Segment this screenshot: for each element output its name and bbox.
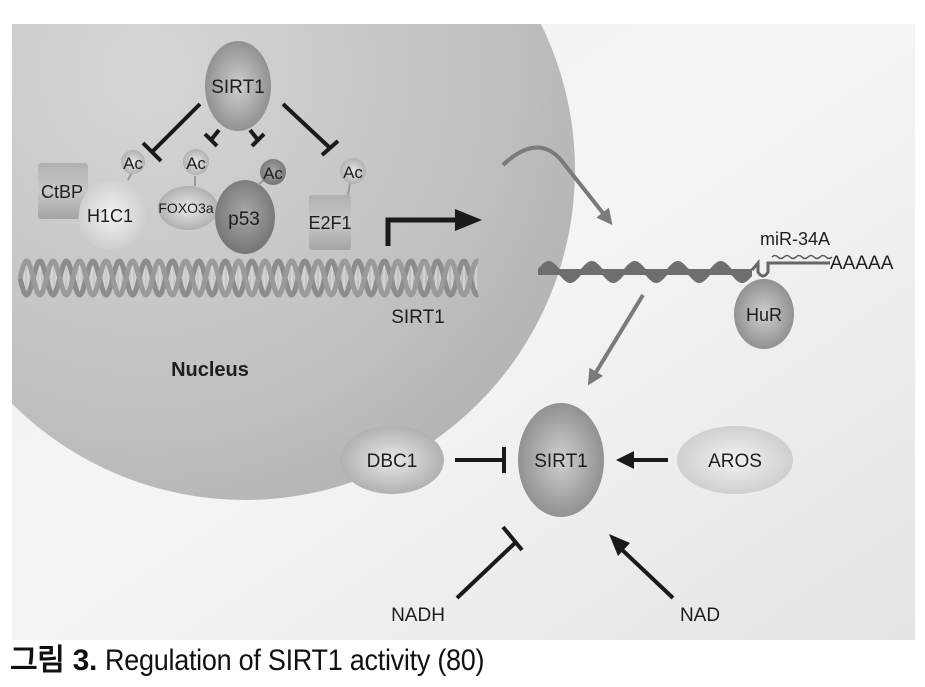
p53-label: p53 [228, 209, 260, 230]
acetyl-label-foxo3a: Ac [186, 154, 206, 173]
sirt1-cytoplasmic-label: SIRT1 [534, 451, 588, 472]
acetyl-label-h1c1: Ac [123, 154, 143, 173]
transcription-start-arrow [385, 209, 482, 246]
dbc1-protein [340, 426, 444, 494]
ctbp-label: CtBP [41, 182, 83, 202]
h1c1-label: H1C1 [87, 206, 133, 226]
mrna-tail [750, 258, 830, 278]
nad-activate-arrow [609, 534, 675, 600]
inhibit-lines-nuclear [141, 102, 340, 163]
acetyl-tag-foxo3a [183, 149, 209, 175]
caption-text: Regulation of SIRT1 activity (80) [105, 644, 485, 677]
acetyl-label-e2f1: Ac [343, 163, 363, 182]
aros-protein [677, 426, 793, 494]
ctbp-protein [38, 163, 88, 219]
dbc1-inhibit-line [455, 447, 506, 473]
acetyl-tag-p53 [260, 159, 286, 185]
p53-protein [215, 180, 275, 254]
sirt1-nuclear-label: SIRT1 [211, 77, 265, 98]
translation-arrow [587, 293, 645, 386]
mirna-strand [771, 254, 833, 260]
foxo3a-label: FOXO3a [158, 200, 213, 216]
nad-label: NAD [680, 605, 720, 626]
acetyl-tag-e2f1 [340, 158, 366, 184]
acetyl-tag-h1c1 [121, 150, 145, 174]
sirt1-protein-cytoplasmic [518, 403, 604, 517]
h1c1-protein [78, 179, 146, 249]
hur-label: HuR [746, 305, 782, 325]
dna-helix [17, 258, 479, 298]
polya-label: AAAAA [830, 253, 894, 274]
dna-strand [17, 258, 479, 298]
dna-strand [17, 258, 479, 298]
sirt1-mrna [538, 261, 752, 283]
nadh-label: NADH [391, 605, 445, 626]
dbc1-label: DBC1 [367, 451, 418, 472]
nadh-inhibit-line [455, 525, 524, 600]
aros-activate-arrow [616, 451, 668, 469]
figure-caption: 그림 3. Regulation of SIRT1 activity (80) [10, 641, 527, 681]
sirt1-protein-nuclear [205, 41, 271, 131]
aros-label: AROS [708, 451, 762, 472]
e2f1-label: E2F1 [308, 213, 351, 233]
acetyl-label-p53: Ac [263, 164, 283, 183]
nucleus-label: Nucleus [171, 359, 249, 381]
e2f1-protein [309, 195, 351, 250]
foxo3a-protein [158, 186, 218, 230]
sirt1-gene-label: SIRT1 [391, 307, 445, 328]
mirna-label: miR-34A [760, 229, 830, 249]
export-arrow [501, 145, 613, 226]
hur-protein [734, 279, 794, 349]
caption-label: 그림 [10, 643, 65, 678]
caption-number: 3. [72, 644, 98, 677]
mrna-ribbon [538, 261, 752, 283]
